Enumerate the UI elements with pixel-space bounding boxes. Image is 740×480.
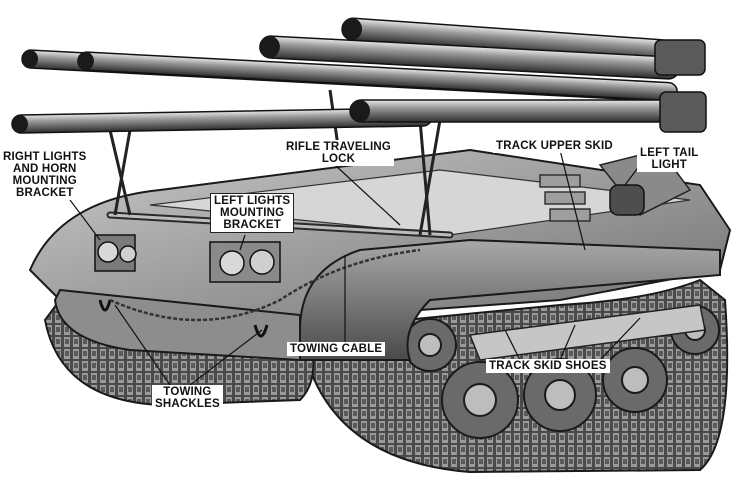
callout-right-lights-horn-bracket: RIGHT LIGHTS AND HORN MOUNTING BRACKET	[0, 150, 90, 200]
callout-track-upper-skid: TRACK UPPER SKID	[493, 139, 616, 153]
callout-rifle-traveling-lock: RIFLE TRAVELING LOCK	[283, 140, 395, 166]
callout-left-lights-bracket: LEFT LIGHTS MOUNTING BRACKET	[210, 193, 295, 233]
callout-towing-shackles: TOWING SHACKLES	[152, 385, 223, 411]
callout-leaders	[69, 149, 641, 386]
callout-track-skid-shoes: TRACK SKID SHOES	[486, 359, 610, 373]
callout-left-tail-light: LEFT TAIL LIGHT	[637, 146, 702, 172]
recoilless-rifles	[11, 17, 707, 134]
road-wheels	[403, 305, 720, 439]
towing-cable	[109, 248, 421, 322]
towing-shackle-icon	[98, 299, 269, 338]
left-headlight	[209, 241, 281, 283]
right-headlight	[94, 234, 137, 272]
callout-towing-cable: TOWING CABLE	[287, 342, 386, 356]
skid-shoe-plate	[468, 304, 706, 361]
